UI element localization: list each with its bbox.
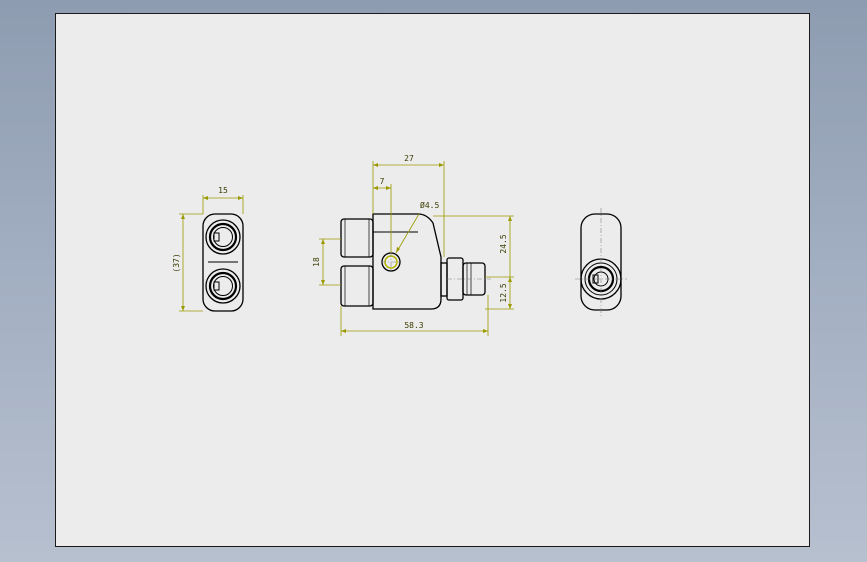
front-view-body bbox=[372, 213, 442, 310]
left-view bbox=[202, 213, 244, 312]
front-view-port-upper bbox=[340, 218, 374, 258]
dim-stem-height: 12.5 bbox=[499, 283, 508, 302]
left-view-port-bottom bbox=[205, 268, 241, 304]
left-view-dimension-arrows bbox=[181, 196, 243, 311]
front-view-port-lower bbox=[340, 265, 374, 307]
dim-front-offset: 7 bbox=[380, 177, 385, 186]
dim-port-spacing: 18 bbox=[312, 257, 321, 267]
front-view-dimension-arrows bbox=[321, 163, 512, 333]
dim-left-height: (37) bbox=[172, 253, 181, 272]
dim-left-width: 15 bbox=[218, 186, 228, 195]
dim-overall-length: 58.3 bbox=[404, 321, 423, 330]
drawing-sheet: 15 (37) bbox=[55, 13, 810, 547]
dim-hole-diameter: Ø4.5 bbox=[420, 200, 439, 210]
front-view bbox=[340, 213, 486, 310]
left-view-port-top bbox=[205, 219, 241, 255]
right-view-centerlines bbox=[575, 208, 627, 316]
dim-front-width-top: 27 bbox=[404, 154, 414, 163]
left-view-body bbox=[202, 213, 244, 312]
dim-front-height: 24.5 bbox=[499, 234, 508, 253]
front-view-dimensions bbox=[319, 161, 514, 336]
front-view-centerlines bbox=[381, 252, 491, 280]
left-view-dimensions bbox=[179, 195, 244, 312]
drawing-canvas: 15 (37) bbox=[172, 154, 627, 336]
